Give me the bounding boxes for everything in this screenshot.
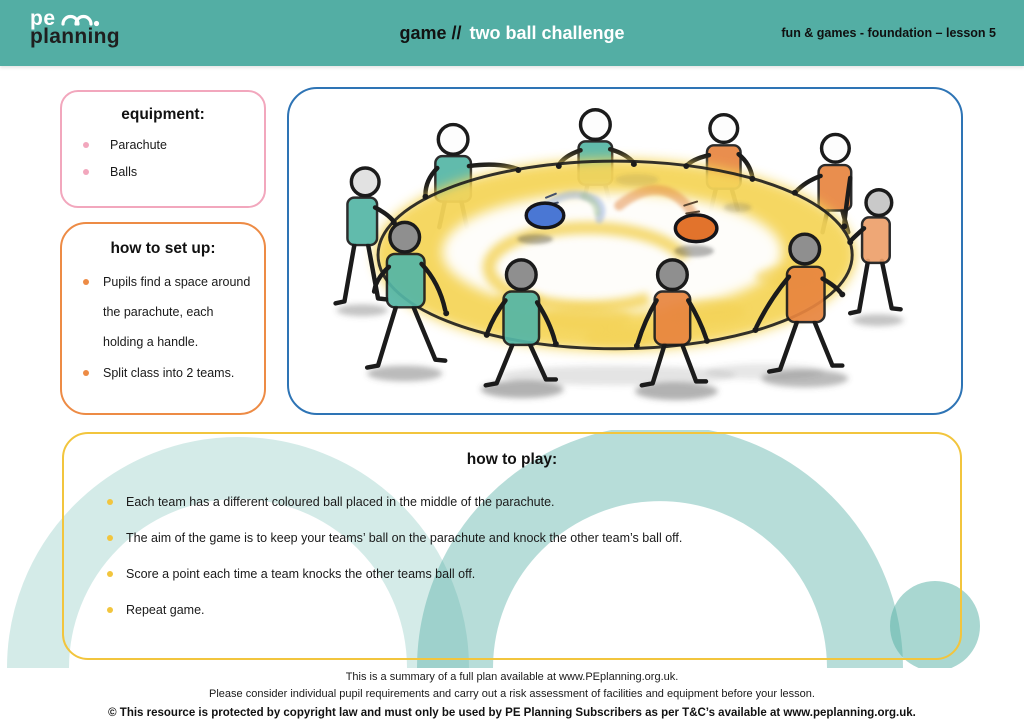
ground-shadows <box>336 304 904 401</box>
how-to-set-up-box: how to set up: Pupils find a space aroun… <box>60 222 266 415</box>
orange-ball <box>673 213 719 244</box>
bullet-dot-icon <box>107 571 113 577</box>
play-heading: how to play: <box>466 451 558 468</box>
hands-on-rim <box>422 161 848 230</box>
equipment-item: Balls <box>83 165 264 179</box>
blue-ball <box>524 201 566 230</box>
footer-summary-line: This is a summary of a full plan availab… <box>345 671 679 683</box>
child-figure <box>752 232 846 374</box>
pe-planning-logo: pe planning <box>30 8 120 47</box>
play-item: The aim of the game is to keep your team… <box>107 528 960 548</box>
footer-copyright-line: © This resource is protected by copyrigh… <box>108 707 916 719</box>
child-figure <box>793 132 853 235</box>
play-item: Each team has a different coloured ball … <box>107 492 960 512</box>
child-figure <box>847 188 903 316</box>
page-title: game // two ball challenge <box>0 0 1024 66</box>
ball-motion-trails <box>536 185 701 224</box>
setup-heading: how to set up: <box>110 240 216 257</box>
parachute <box>374 159 857 351</box>
setup-item: Split class into 2 teams. <box>83 358 264 388</box>
child-figure <box>483 258 559 388</box>
logo-squiggle-icon <box>60 14 99 27</box>
child-figure <box>633 258 710 388</box>
bullet-dot-icon <box>83 142 89 148</box>
equipment-item: Parachute <box>83 138 264 152</box>
logo-pe-text: pe <box>30 7 56 30</box>
header-bar: pe planning game // two ball challenge f… <box>0 0 1024 66</box>
equipment-heading: equipment: <box>121 106 205 123</box>
footer: This is a summary of a full plan availab… <box>0 669 1024 719</box>
parachute-illustration <box>333 108 904 401</box>
front-row-children <box>333 166 903 388</box>
play-item: Score a point each time a team knocks th… <box>107 564 960 584</box>
play-list: Each team has a different coloured ball … <box>64 492 960 620</box>
page-title-prefix: game // <box>399 22 462 43</box>
page-title-main: two ball challenge <box>469 22 625 43</box>
illustration-box <box>287 87 963 415</box>
bullet-dot-icon <box>107 499 113 505</box>
child-figure <box>364 220 450 370</box>
logo-planning-text: planning <box>30 25 120 48</box>
equipment-list: Parachute Balls <box>62 138 264 179</box>
child-figure <box>333 166 397 306</box>
lesson-info: fun & games - foundation – lesson 5 <box>781 26 996 40</box>
bullet-dot-icon <box>83 279 89 285</box>
bullet-dot-icon <box>107 535 113 541</box>
setup-list: Pupils find a space around the parachute… <box>62 267 264 388</box>
equipment-box: equipment: Parachute Balls <box>60 90 266 208</box>
how-to-play-box: how to play: Each team has a different c… <box>62 432 962 660</box>
play-item: Repeat game. <box>107 600 960 620</box>
bullet-dot-icon <box>83 169 89 175</box>
setup-item: Pupils find a space around the parachute… <box>83 267 264 357</box>
footer-risk-line: Please consider individual pupil require… <box>209 687 815 700</box>
bullet-dot-icon <box>107 607 113 613</box>
bullet-dot-icon <box>83 370 89 376</box>
